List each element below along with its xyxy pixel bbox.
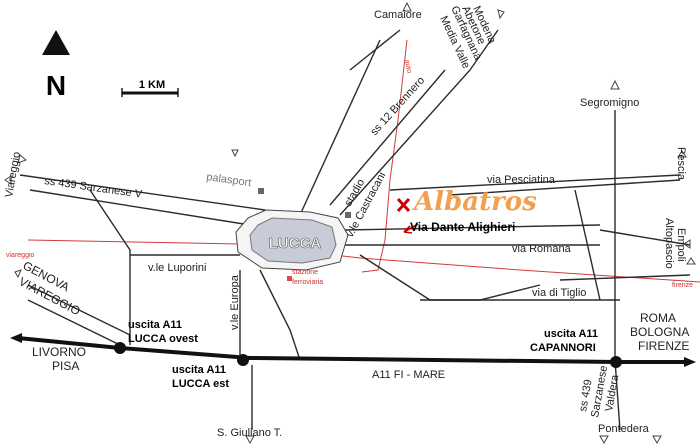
rail-label-firenze: firenze: [672, 282, 693, 289]
road-ss439-sarzanese: ss 439 Sarzanese V: [44, 175, 144, 201]
hotel-street-label: Via Dante Alighieri: [410, 220, 515, 234]
north-arrow-icon: [42, 30, 70, 55]
city-lucca: [235, 209, 349, 271]
place-firenze: FIRENZE: [638, 339, 689, 353]
exit-marker-lucca-ovest: [114, 342, 126, 354]
place-viareggio-top: Viareggio: [3, 151, 23, 199]
road-tiglio: via di Tiglio: [532, 287, 586, 299]
place-pontedera: Pontedera: [598, 423, 650, 435]
palasport-icon: [258, 188, 264, 194]
rail-label-autostrada: auto: [403, 59, 412, 74]
arrow-left-icon: [10, 333, 22, 343]
roads: [19, 29, 691, 431]
road-pesciatina: via Pesciatina: [487, 174, 556, 186]
exit-ovest-line1: uscita A11: [128, 319, 182, 331]
hotel-logo: Albatros: [411, 187, 537, 217]
road-europa: v.le Europa: [229, 274, 241, 330]
road-ss439-bottom: ss 439: [577, 379, 594, 413]
exit-cap-line1: uscita A11: [544, 328, 598, 340]
road-luporini: v.le Luporini: [148, 262, 207, 274]
exit-marker-capannori: [610, 356, 622, 368]
direction-markers: [4, 1, 696, 445]
road-palasport: palasport: [206, 171, 252, 189]
scale-bar: [121, 88, 179, 97]
road-romana: via Romana: [512, 243, 572, 255]
place-empoli: Empoli: [675, 228, 687, 262]
place-pisa: PISA: [52, 359, 79, 373]
road-a11: A11 FI - MARE: [372, 369, 445, 381]
exit-cap-line2: CAPANNORI: [530, 342, 596, 354]
place-pescia: Pescia: [675, 147, 687, 181]
place-roma: ROMA: [640, 311, 676, 325]
railways: [27, 39, 700, 283]
scale-label: 1 KM: [139, 79, 165, 91]
station-icon: [287, 276, 292, 281]
place-camaiore: Camaiore: [374, 9, 422, 21]
arrow-right-icon: [684, 357, 696, 367]
rail-label-ferroviaria: ferroviaria: [292, 279, 323, 286]
rail-label-stazione: stazione: [292, 269, 318, 276]
exit-marker-lucca-est: [237, 354, 249, 366]
place-altopascio: Altopascio: [663, 218, 675, 269]
city-label: LUCCA: [269, 235, 322, 252]
rail-label-viareggio: viareggio: [6, 252, 35, 259]
place-bologna: BOLOGNA: [630, 325, 689, 339]
stadio-icon: [345, 212, 351, 218]
place-livorno: LIVORNO: [32, 345, 86, 359]
highway-a11: [17, 336, 690, 364]
hotel-arrow-icon: [403, 223, 419, 234]
place-segromigno: Segromigno: [580, 97, 639, 109]
hotel-marker-icon: [396, 197, 411, 213]
exit-ovest-line2: LUCCA ovest: [128, 333, 198, 345]
north-label: N: [46, 70, 66, 101]
place-s-giuliano: S. Giuliano T.: [217, 427, 282, 439]
exit-est-line2: LUCCA est: [172, 378, 229, 390]
exit-est-line1: uscita A11: [172, 364, 226, 376]
